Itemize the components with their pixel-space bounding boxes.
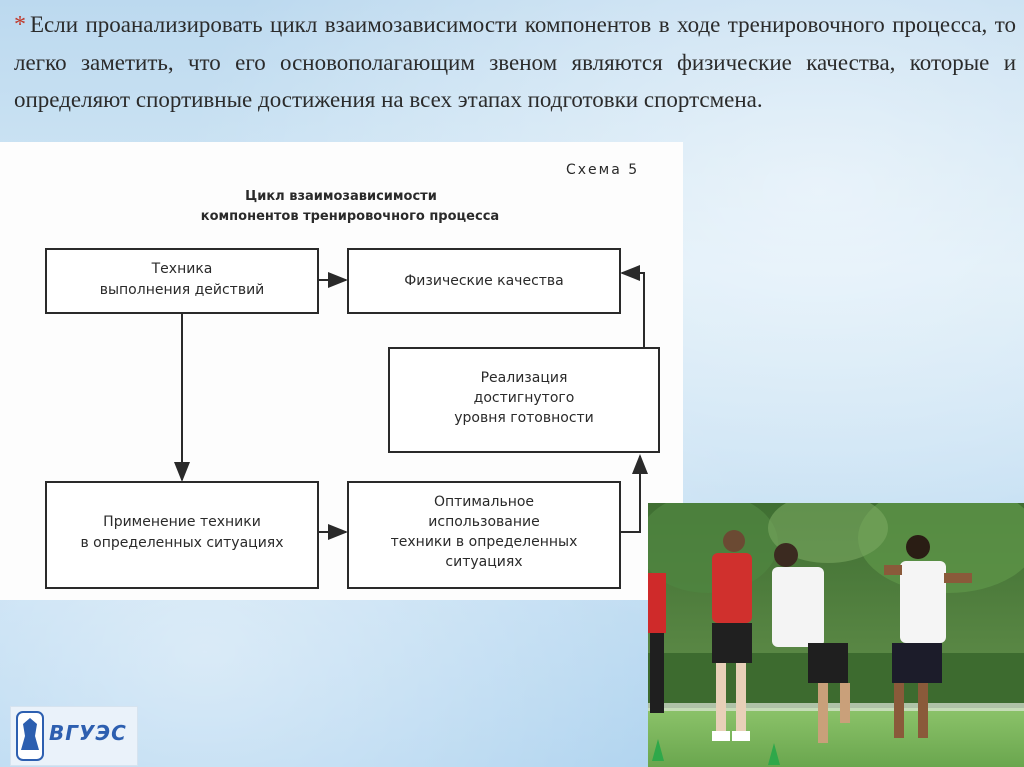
diagram-svg: Схема 5 Цикл взаимозависимости компонент… <box>0 142 683 600</box>
training-photo <box>648 503 1024 767</box>
box-realization-line1: Реализация <box>481 370 568 386</box>
diagram-title-line1: Цикл взаимозависимости <box>245 189 437 204</box>
box-optimal-line2: использование <box>428 514 539 530</box>
box-physical-line1: Физические качества <box>404 273 564 289</box>
box-technique-line2: выполнения действий <box>100 282 265 298</box>
scheme-label: Схема 5 <box>566 162 639 178</box>
box-optimal-line1: Оптимальное <box>434 494 534 510</box>
box-realization-line3: уровня готовности <box>454 410 594 426</box>
logo-emblem-icon <box>15 710 45 762</box>
training-photo-svg <box>648 503 1024 767</box>
main-text: *Если проанализировать цикл взаимозависи… <box>14 6 1016 118</box>
box-realization-line2: достигнутого <box>474 390 575 406</box>
main-paragraph: Если проанализировать цикл взаимозависим… <box>14 12 1016 112</box>
arrow-realization-to-physical <box>622 273 644 348</box>
logo-text: ВГУЭС <box>49 721 127 745</box>
box-optimal-line3: техники в определенных <box>391 534 578 550</box>
diagram-title-line2: компонентов тренировочного процесса <box>201 209 499 224</box>
box-optimal-line4: ситуациях <box>445 554 522 570</box>
diagram-scheme: Схема 5 Цикл взаимозависимости компонент… <box>0 142 683 600</box>
bullet-asterisk: * <box>14 12 26 38</box>
arrow-optimal-to-realization <box>620 456 640 532</box>
box-technique-line1: Техника <box>151 261 213 277</box>
box-technique <box>46 249 318 313</box>
box-application-line1: Применение техники <box>103 514 261 530</box>
university-logo: ВГУЭС <box>10 706 138 766</box>
box-application-line2: в определенных ситуациях <box>80 535 283 551</box>
